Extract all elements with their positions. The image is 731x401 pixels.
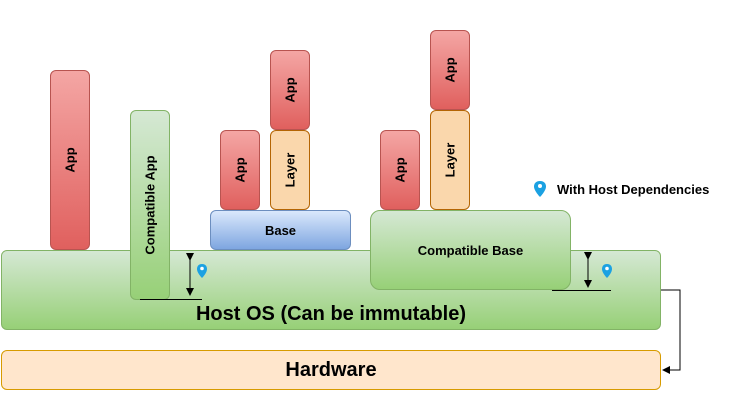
compatible-base-label: Compatible Base [417,243,524,258]
app-on-compatible-base: App [380,130,420,210]
map-pin-icon [534,181,546,197]
app-on-layer-2: App [430,30,470,110]
hardware-label: Hardware [285,359,377,381]
legend-label: With Host Dependencies [557,182,710,197]
host-os-label: Host OS (Can be immutable) [195,303,467,325]
compatible-app: Compatible App [130,110,170,300]
hardware-layer: Hardware [1,350,661,390]
map-pin-icon [602,264,612,278]
os-to-hardware-arrowhead [662,366,670,374]
layer-on-compatible-base: Layer [430,110,470,210]
compatible-base-box: Compatible Base [370,210,571,290]
map-pin-icon [197,264,207,278]
app-on-layer: App [270,50,310,130]
layer-on-base: Layer [270,130,310,210]
base-box: Base [210,210,351,250]
os-to-hardware-connector [661,289,681,371]
base-label: Base [264,223,297,238]
app-on-base: App [220,130,260,210]
app-standalone: App [50,70,90,250]
